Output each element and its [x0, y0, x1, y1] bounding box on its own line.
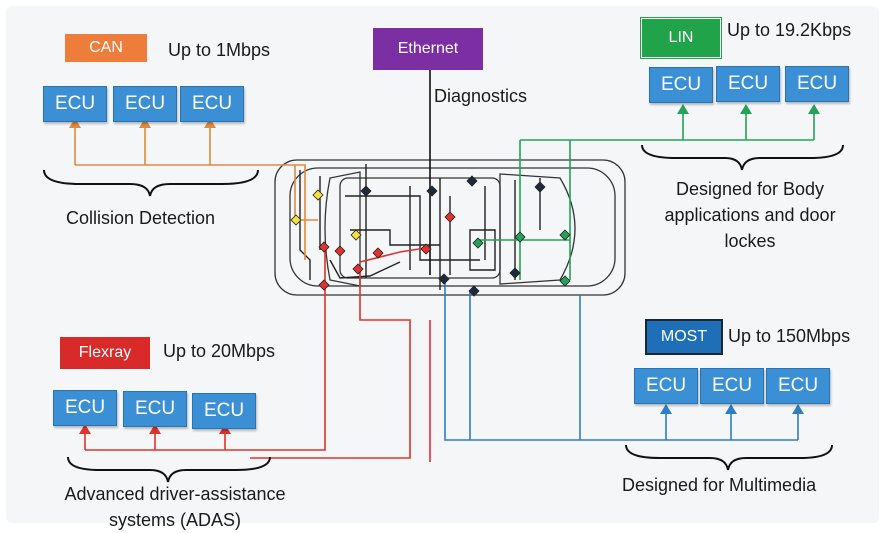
braces [43, 144, 844, 483]
lin-ecu-2: ECU [716, 66, 780, 102]
can-badge: CAN [65, 34, 147, 62]
node-marker [559, 229, 571, 241]
node-marker [426, 185, 438, 197]
lin-speed: Up to 19.2Kbps [727, 20, 852, 40]
ethernet-badge: Ethernet [373, 28, 483, 70]
can-speed: Up to 1Mbps [168, 40, 271, 60]
node-marker [514, 231, 526, 243]
node-marker [360, 185, 372, 197]
node-marker [318, 279, 330, 291]
lin-caption-line-1: Designed for Body [675, 179, 825, 199]
flexray-badge: Flexray [60, 337, 150, 369]
node-marker [352, 263, 364, 275]
flexray-caption: Advanced driver-assistance systems (ADAS… [40, 481, 310, 533]
flexray-caption-line-2: systems (ADAS) [108, 510, 241, 530]
most-caption: Designed for Multimedia [622, 475, 817, 495]
node-marker [444, 211, 456, 223]
lin-ecu-3: ECU [785, 66, 849, 102]
node-marker [350, 229, 362, 241]
node-marker [468, 285, 480, 297]
flexray-ecu-2: ECU [123, 391, 187, 427]
node-marker [509, 267, 521, 279]
can-brace [43, 169, 259, 197]
can-wiring [74, 124, 318, 260]
most-ecu-3: ECU [766, 368, 830, 404]
node-markers [290, 175, 571, 297]
lin-badge: LIN [640, 17, 722, 59]
car-outline [274, 159, 626, 296]
most-arrowheads [660, 404, 804, 414]
most-speed: Up to 150Mbps [728, 326, 851, 346]
node-marker [372, 247, 384, 259]
node-marker [420, 243, 432, 255]
most-brace [625, 444, 833, 471]
flexray-arrowheads [79, 424, 231, 434]
lin-caption-line-3: lockes [724, 231, 776, 251]
most-wiring [444, 280, 799, 441]
lin-caption-line-2: applications and door [664, 205, 836, 225]
can-arrowheads [69, 118, 216, 128]
node-marker [438, 273, 450, 285]
can-caption: Collision Detection [66, 208, 216, 228]
node-marker [318, 241, 330, 253]
lin-arrowheads [677, 104, 820, 114]
flexray-ecu-3: ECU [192, 393, 256, 429]
flexray-speed: Up to 20Mbps [163, 341, 276, 361]
lin-brace [641, 144, 844, 171]
node-marker [472, 237, 484, 249]
flexray-caption-line-1: Advanced driver-assistance [64, 484, 286, 504]
node-marker [559, 275, 571, 287]
most-ecu-2: ECU [700, 368, 764, 404]
ethernet-caption: Diagnostics [434, 86, 528, 106]
flexray-ecu-1: ECU [53, 390, 117, 426]
lin-caption: Designed for Body applications and door … [650, 176, 850, 254]
node-marker [290, 214, 302, 226]
lin-wiring [480, 110, 815, 280]
flexray-brace [67, 456, 271, 483]
car-harness [299, 164, 541, 290]
can-ecu-2: ECU [113, 86, 177, 122]
most-badge: MOST [645, 319, 723, 355]
node-marker [466, 175, 478, 187]
node-marker [534, 181, 546, 193]
most-ecu-1: ECU [634, 368, 698, 404]
can-ecu-3: ECU [180, 86, 244, 122]
node-marker [312, 189, 324, 201]
node-marker [334, 245, 346, 257]
lin-ecu-1: ECU [649, 67, 713, 103]
can-ecu-1: ECU [43, 86, 107, 122]
